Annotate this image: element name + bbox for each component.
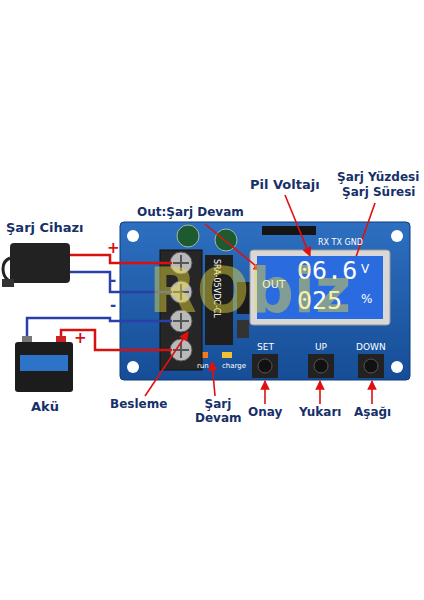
battery-terminal [56, 336, 66, 342]
watermark: RObiz [149, 255, 351, 326]
relay-marking: SRA-05VDC-CL [212, 259, 221, 318]
led [222, 352, 232, 358]
relay: SRA-05VDC-CL [205, 255, 233, 345]
mount-hole [391, 230, 403, 242]
polarity-sign: - [110, 272, 116, 289]
wire-positive [61, 330, 172, 350]
button-cap [314, 359, 328, 373]
wire-negative [70, 272, 172, 292]
mount-hole [127, 361, 139, 373]
wire-negative [27, 318, 172, 336]
callout-label: Besleme [110, 398, 167, 412]
silkscreen-text: charge [222, 362, 246, 370]
push-button [252, 354, 278, 378]
push-button [308, 354, 334, 378]
charger-body [10, 243, 70, 283]
leader-line [371, 381, 373, 404]
lcd-bezel [250, 250, 390, 325]
lcd-status: OUT [262, 278, 285, 291]
charger-plug [2, 279, 14, 287]
mount-hole [127, 230, 139, 242]
push-button [358, 354, 384, 378]
leader-line [212, 362, 215, 396]
lcd-voltage: 06.6 [297, 256, 357, 285]
button-cap [364, 359, 378, 373]
callout-label: Out:Şarj Devam [137, 206, 244, 220]
callout-label: Pil Voltajı [250, 178, 320, 193]
wire-positive [70, 255, 172, 263]
callout-label: Şarj Devam [195, 398, 241, 426]
battery-sticker [20, 355, 68, 371]
mount-hole [391, 361, 403, 373]
leader-line [264, 381, 266, 404]
silkscreen-text: DOWN [356, 342, 386, 352]
lcd-percent: 025 [297, 286, 342, 315]
leader-line [319, 381, 321, 404]
lcd-unit: V [361, 262, 369, 276]
callout-label: Onay [248, 406, 282, 420]
leader-line [145, 332, 188, 396]
silkscreen-text: SET [257, 342, 274, 352]
callout-label: Şarj Yüzdesi [337, 171, 419, 185]
battery-body [15, 342, 73, 392]
capacitor [177, 225, 199, 247]
callout-label: Aşağı [354, 406, 391, 420]
pcb-board [120, 222, 410, 380]
battery-terminal [22, 336, 32, 342]
polarity-sign: + [107, 240, 120, 257]
pin-header [262, 226, 316, 235]
part-label: Akü [31, 400, 59, 415]
leader-line [285, 195, 310, 256]
diode [237, 320, 249, 338]
lcd-unit: % [361, 292, 372, 306]
charger-cable [3, 258, 10, 280]
callout-label: Şarj Süresi [342, 186, 415, 200]
polarity-sign: - [110, 297, 116, 314]
ic-chip [237, 282, 251, 314]
pin-name: RX TX GND [318, 238, 363, 247]
silkscreen-text: UP [315, 342, 327, 352]
lcd-screen: OUT 06.6 V 025% [257, 256, 383, 319]
polarity-sign: + [74, 330, 87, 347]
terminal-block [160, 250, 202, 370]
part-label: Şarj Cihazı [6, 221, 84, 236]
silkscreen-text: run [197, 362, 209, 370]
button-cap [258, 359, 272, 373]
callout-label: Yukarı [299, 406, 341, 420]
